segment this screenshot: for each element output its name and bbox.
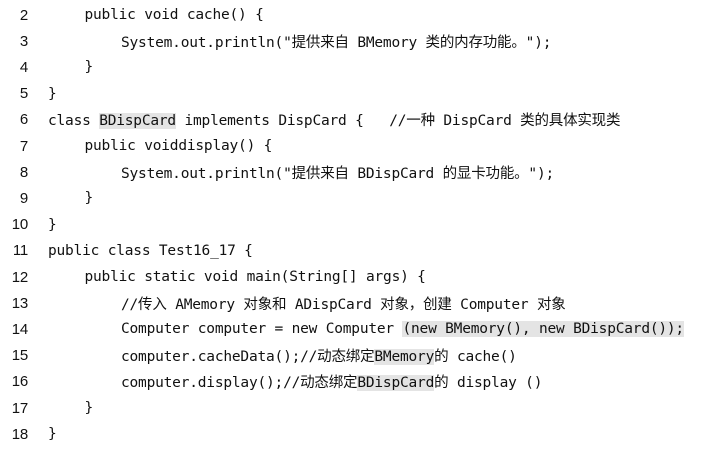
code-line: 5}	[0, 81, 717, 107]
line-number: 7	[19, 137, 28, 155]
code-line: 9}	[0, 185, 717, 211]
code-line: 16 computer.display();//动态绑定BDispCard的 di…	[0, 369, 717, 395]
line-code: computer.cacheData();//动态绑定BMemory的 cach…	[121, 345, 517, 366]
code-line: 10}	[0, 212, 717, 238]
line-code: public voiddisplay() {	[85, 138, 273, 154]
line-code: }	[85, 59, 94, 75]
line-number: 5	[19, 85, 28, 103]
code-text: //传入 AMemory 对象和 ADispCard 对象，创建 Compute…	[121, 296, 566, 313]
code-text: public static void main(String[] args) {	[84, 269, 426, 285]
code-text: }	[48, 426, 57, 443]
highlighted-token: BDispCard	[357, 375, 435, 392]
highlighted-token: (new BMemory(), new BDispCard());	[402, 321, 684, 338]
code-text: implements DispCard { //一种 DispCard 类的具体…	[175, 113, 621, 130]
line-code: computer.display();//动态绑定BDispCard的 disp…	[121, 371, 542, 392]
line-code: //传入 AMemory 对象和 ADispCard 对象，创建 Compute…	[121, 293, 566, 314]
line-number: 15	[11, 347, 28, 365]
code-line: 12 public static void main(String[] args)…	[0, 264, 717, 290]
line-number: 9	[19, 189, 28, 207]
code-text: }	[84, 59, 94, 76]
line-number: 11	[12, 242, 28, 260]
line-code: }	[85, 400, 94, 416]
highlighted-token: BMemory	[374, 349, 435, 366]
line-number: 2	[19, 6, 28, 24]
code-line: 3 System.out.println("提供来自 BMemory 类的内存功能…	[0, 28, 717, 54]
code-text: }	[48, 216, 57, 233]
code-text: System.out.println("提供来自 BDispCard 的显卡功能…	[121, 165, 555, 182]
code-text: System.out.println("提供来自 BMemory 类的内存功能。…	[121, 34, 552, 51]
line-number: 4	[19, 58, 28, 76]
code-text: public void cache() {	[84, 7, 264, 23]
code-text: public voiddisplay() {	[84, 138, 273, 154]
code-line: 14 Computer computer = new Computer (new …	[0, 316, 717, 342]
line-code: }	[48, 86, 57, 102]
line-code: }	[48, 426, 57, 442]
line-code: Computer computer = new Computer (new BM…	[121, 321, 684, 338]
line-number: 14	[11, 320, 28, 338]
line-number: 18	[11, 425, 28, 443]
code-line: 7 public voiddisplay() {	[0, 133, 717, 159]
line-number: 17	[11, 399, 28, 417]
highlighted-token: BDispCard	[99, 113, 176, 130]
code-line: 6 class BDispCard implements DispCard { /…	[0, 107, 717, 133]
line-number: 16	[11, 373, 28, 391]
line-code: public void cache() {	[85, 7, 264, 23]
code-line: 17}	[0, 395, 717, 421]
line-code: public class Test16_17 {	[48, 243, 253, 259]
code-line: 4}	[0, 54, 717, 80]
code-line: 2 public void cache() {	[0, 2, 717, 28]
code-line: 8 System.out.println("提供来自 BDispCard 的显卡功…	[0, 159, 717, 185]
code-text: Computer computer = new Computer	[121, 321, 403, 338]
code-text: class	[48, 113, 100, 130]
code-text: 的 display ()	[434, 375, 543, 392]
line-code: }	[48, 217, 57, 233]
line-code: public static void main(String[] args) {	[85, 269, 426, 285]
code-line: 15 computer.cacheData();//动态绑定BMemory的 ca…	[0, 343, 717, 369]
line-number: 12	[11, 268, 28, 286]
line-number: 13	[11, 294, 28, 312]
code-line: 11 public class Test16_17 {	[0, 238, 717, 264]
code-line: 13 //传入 AMemory 对象和 ADispCard 对象，创建 Compu…	[0, 290, 717, 316]
code-text: }	[48, 85, 57, 102]
code-text: 的 cache()	[434, 349, 517, 366]
line-number: 6	[19, 111, 28, 129]
code-line: 18}	[0, 421, 717, 447]
code-text: public class Test16_17 {	[48, 242, 253, 259]
line-code: class BDispCard implements DispCard { //…	[48, 109, 620, 130]
code-text: computer.display();//动态绑定	[121, 375, 358, 392]
line-number: 8	[19, 163, 28, 181]
code-text: }	[84, 400, 94, 416]
line-code: }	[85, 190, 94, 206]
code-text: computer.cacheData();//动态绑定	[121, 349, 375, 366]
line-code: System.out.println("提供来自 BMemory 类的内存功能。…	[121, 31, 551, 52]
line-number: 10	[11, 216, 28, 234]
line-code: System.out.println("提供来自 BDispCard 的显卡功能…	[121, 162, 554, 183]
line-number: 3	[19, 32, 28, 50]
code-text: }	[84, 190, 94, 207]
